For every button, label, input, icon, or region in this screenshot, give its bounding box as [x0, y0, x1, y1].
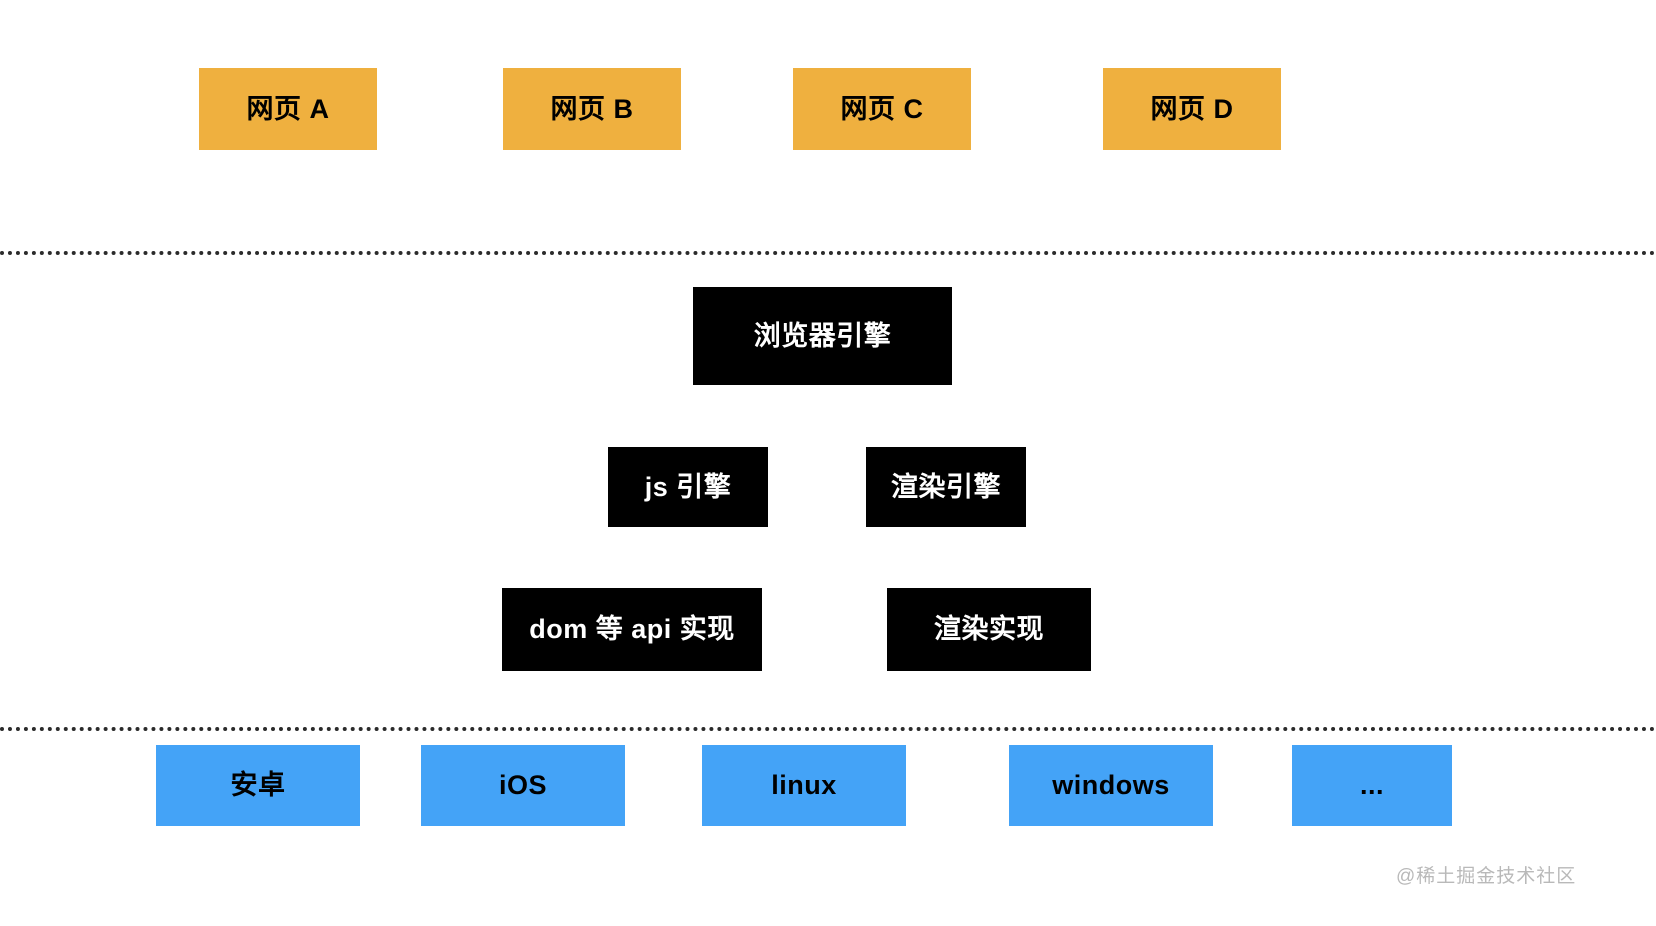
platform-box-windows: windows	[1009, 745, 1213, 826]
js-engine-box: js 引擎	[608, 447, 768, 527]
platform-box-more: ...	[1292, 745, 1452, 826]
watermark-label: @稀土掘金技术社区	[1396, 866, 1577, 887]
render-impl-box: 渲染实现	[887, 588, 1091, 671]
dom-api-impl-box: dom 等 api 实现	[502, 588, 762, 671]
divider-engine-platform	[0, 727, 1656, 731]
divider-pages-engine	[0, 251, 1656, 255]
browser-engine-box: 浏览器引擎	[693, 287, 952, 385]
platform-box-android: 安卓	[156, 745, 360, 826]
page-box-c: 网页 C	[793, 68, 971, 150]
platform-box-linux: linux	[702, 745, 906, 826]
page-box-a: 网页 A	[199, 68, 377, 150]
platform-box-ios: iOS	[421, 745, 625, 826]
render-engine-box: 渲染引擎	[866, 447, 1026, 527]
page-box-b: 网页 B	[503, 68, 681, 150]
page-box-d: 网页 D	[1103, 68, 1281, 150]
